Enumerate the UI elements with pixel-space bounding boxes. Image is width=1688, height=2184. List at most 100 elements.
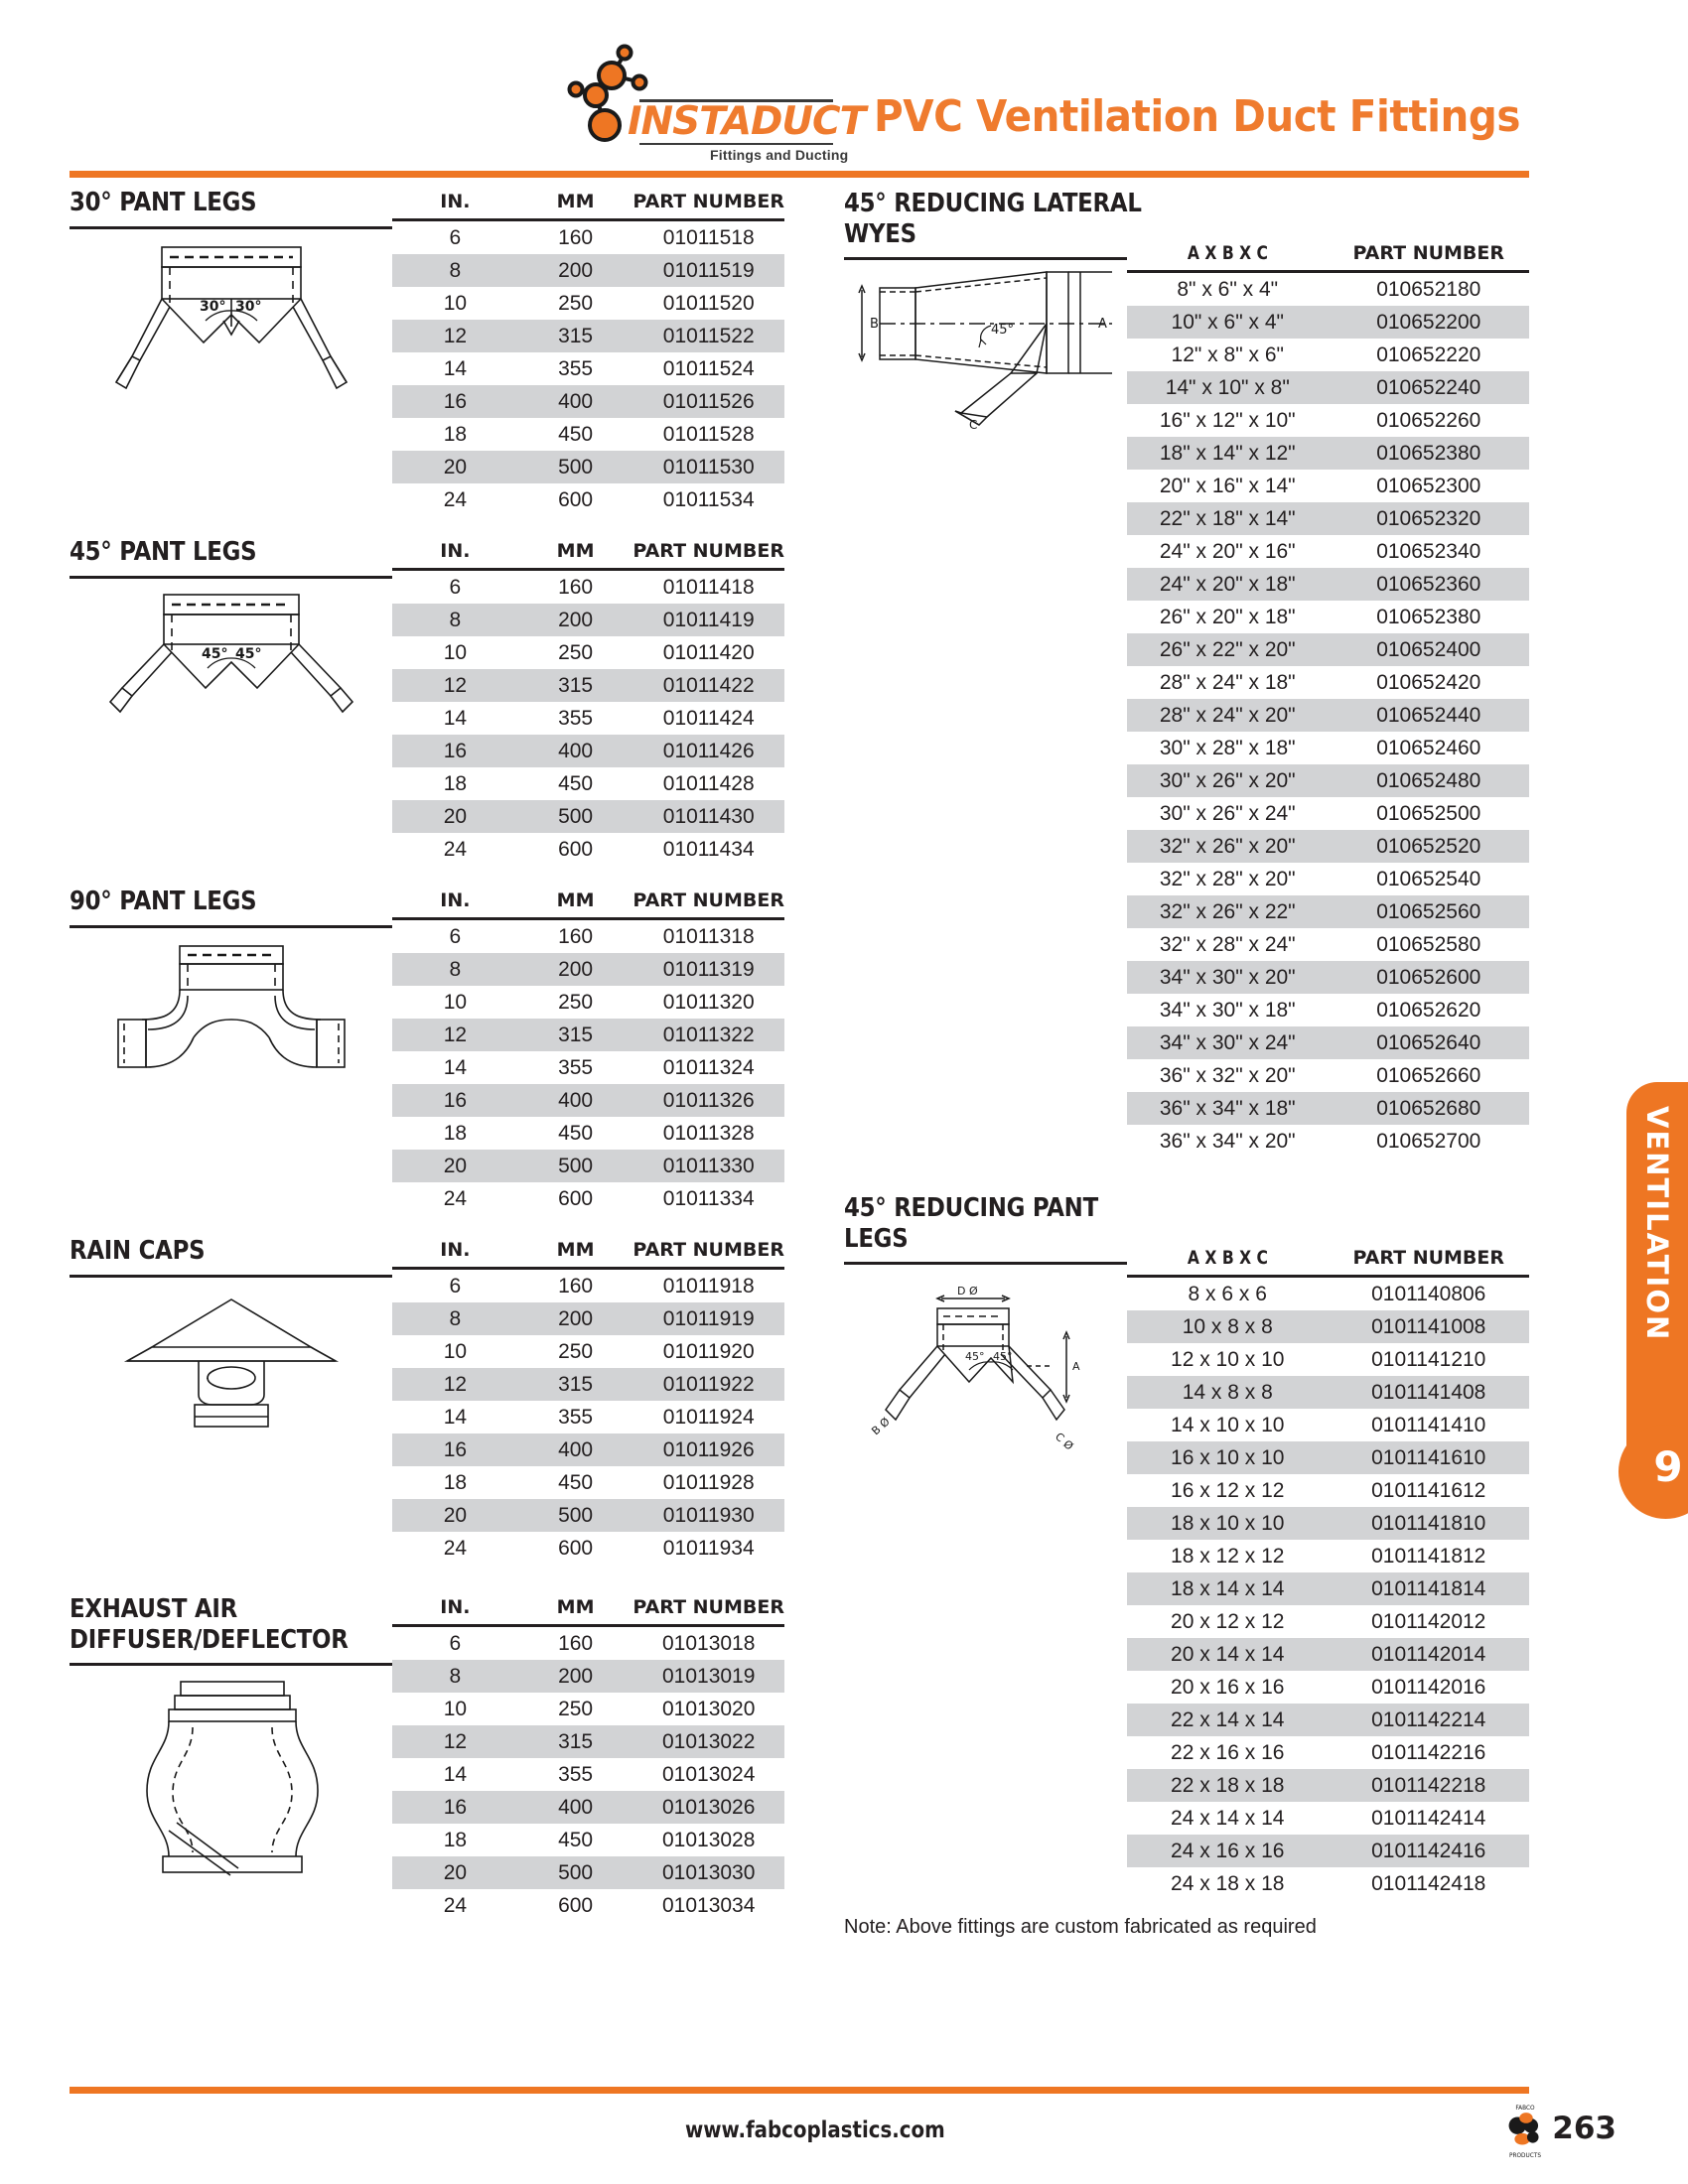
cell-part-number: 01011328 [662, 1121, 755, 1145]
cell-size: 8 x 6 x 6 [1188, 1282, 1267, 1305]
cell-inches: 24 [443, 487, 468, 511]
cell-mm: 355 [558, 706, 594, 730]
page-title: PVC Ventilation Duct Fittings [874, 91, 1521, 142]
cell-inches: 10 [443, 1339, 468, 1363]
cell-mm: 400 [517, 735, 633, 767]
cell-part-number: 010652520 [1328, 830, 1529, 863]
cell-size: 30" x 26" x 24" [1159, 801, 1296, 825]
cell-inches: 16 [392, 1084, 518, 1117]
cell-part-number: 010652220 [1376, 342, 1481, 366]
cell-inches: 18 [443, 1828, 468, 1851]
cell-size: 8" x 6" x 4" [1177, 277, 1279, 301]
reducing-pant-legs-drawing: D Ø A B Ø C Ø 45° 45° [869, 1285, 1080, 1453]
cell-part-number: 0101142012 [1371, 1609, 1486, 1633]
cell-inches: 10 [443, 1697, 468, 1720]
cell-part-number: 010652300 [1376, 474, 1481, 497]
cell-inches: 14 [443, 1405, 468, 1429]
cell-part-number: 01011518 [662, 225, 755, 249]
cell-part-number: 01011426 [633, 735, 784, 767]
footer-accent-rule [70, 2087, 1529, 2094]
reducing-lateral-wye-drawing: B A C 45° [857, 271, 1112, 432]
cell-inches: 6 [449, 225, 462, 249]
cell-part-number: 01011524 [662, 356, 755, 380]
cell-mm: 315 [517, 320, 633, 352]
cell-inches: 10 [443, 291, 468, 315]
cell-size: 20" x 16" x 14" [1159, 474, 1296, 497]
column-header-abc: A X B X C [1187, 1247, 1268, 1269]
cell-part-number: 01011320 [662, 990, 755, 1014]
cell-part-number: 01011922 [633, 1368, 784, 1401]
cell-mm: 200 [517, 254, 633, 287]
cell-mm: 315 [517, 1019, 633, 1051]
cell-mm: 400 [517, 385, 633, 418]
cell-mm: 160 [558, 225, 594, 249]
cell-mm: 600 [558, 837, 594, 861]
brand-tagline: Fittings and Ducting [710, 147, 849, 163]
cell-part-number: 010652680 [1328, 1092, 1529, 1125]
table-row: 22" x 18" x 14"010652320 [1127, 502, 1529, 535]
section-title-line1: 45° REDUCING PANT [844, 1193, 1098, 1223]
cell-inches: 16 [392, 735, 518, 767]
cell-part-number: 010652360 [1328, 568, 1529, 601]
custom-fabrication-note: Note: Above fittings are custom fabricat… [844, 1916, 1317, 1938]
table-row: 32" x 28" x 24"010652580 [1127, 928, 1529, 961]
column-header-part: PART NUMBER [1352, 242, 1505, 264]
cell-inches: 8 [392, 953, 518, 986]
section-pant-legs-30: 30° PANT LEGS [70, 188, 784, 516]
svg-text:B: B [870, 317, 879, 332]
cell-part-number: 01011430 [633, 800, 784, 833]
cell-inches: 16 [392, 1791, 518, 1824]
cell-part-number: 01011919 [633, 1302, 784, 1335]
table-header-row: A X B X C PART NUMBER [1127, 1245, 1529, 1277]
cell-inches: 6 [449, 924, 462, 948]
cell-size: 26" x 22" x 20" [1127, 633, 1329, 666]
table-row: 26" x 22" x 20"010652400 [1127, 633, 1529, 666]
section-title-rule [844, 257, 1127, 261]
svg-text:A: A [1098, 317, 1107, 332]
cell-part-number: 01011422 [633, 669, 784, 702]
cell-inches: 18 [443, 1470, 468, 1494]
cell-size: 28" x 24" x 18" [1159, 670, 1296, 694]
cell-part-number: 01011419 [633, 604, 784, 636]
cell-mm: 315 [517, 669, 633, 702]
cell-mm: 600 [558, 487, 594, 511]
table-row: 10" x 6" x 4"010652200 [1127, 306, 1529, 339]
cell-size: 24 x 14 x 14 [1171, 1806, 1285, 1830]
section-pant-legs-45: 45° PANT LEGS [70, 537, 784, 866]
cell-part-number: 010652700 [1376, 1129, 1481, 1153]
cell-part-number: 01013020 [661, 1697, 756, 1720]
cell-inches: 12 [392, 320, 518, 352]
cell-mm: 450 [558, 771, 594, 795]
cell-part-number: 01011434 [662, 837, 755, 861]
cell-inches: 16 [392, 1433, 518, 1466]
section-title-line1: 45° REDUCING LATERAL [844, 189, 1142, 218]
cell-size: 14 x 8 x 8 [1127, 1376, 1329, 1409]
column-header-part: PART NUMBER [633, 191, 784, 212]
footer-website-url[interactable]: www.fabcoplastics.com [685, 2117, 945, 2143]
page-header: INSTADUCT Fittings and Ducting PVC Venti… [0, 0, 1688, 178]
table-row: 36" x 32" x 20"010652660 [1127, 1059, 1529, 1092]
section-title-line2: WYES [844, 218, 916, 249]
cell-inches: 6 [449, 575, 462, 599]
cell-part-number: 01011319 [633, 953, 784, 986]
cell-part-number: 01013026 [633, 1791, 784, 1824]
cell-part-number: 010652240 [1328, 371, 1529, 404]
